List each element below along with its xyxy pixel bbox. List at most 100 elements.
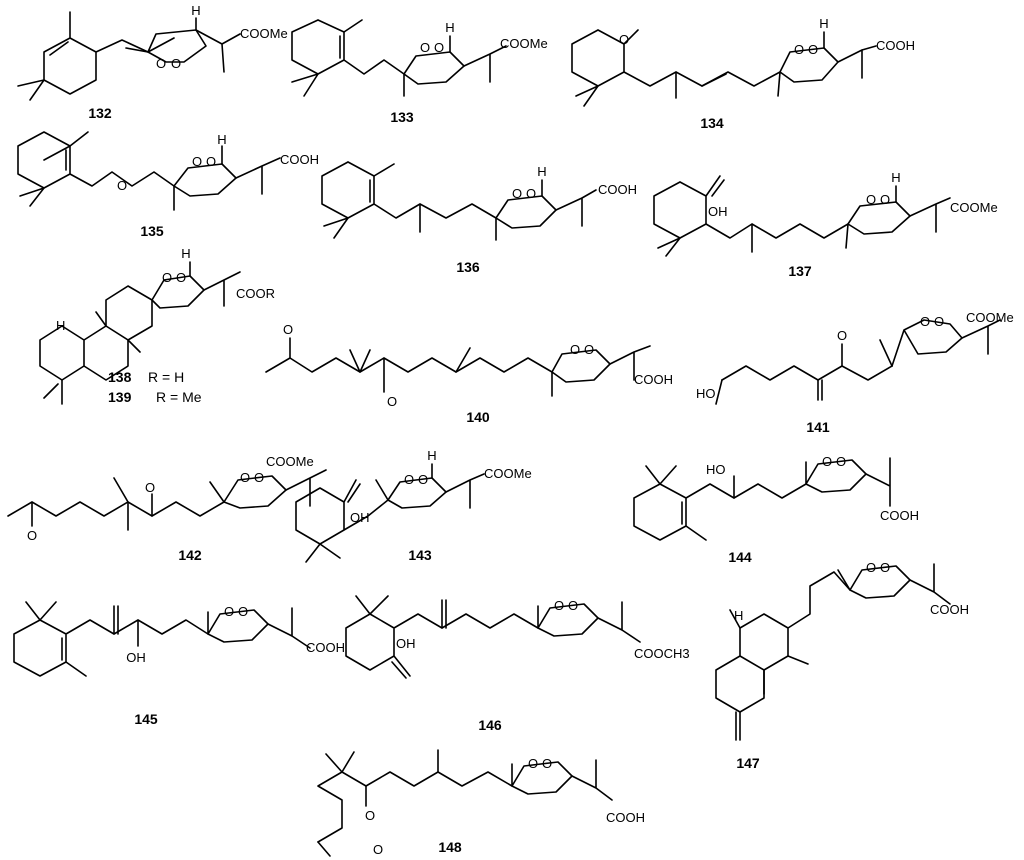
peroxide-ring <box>891 319 963 367</box>
peroxide-ring <box>845 201 911 249</box>
compound-label: 147 <box>736 755 760 771</box>
peroxide-ring <box>147 29 207 63</box>
atom-coome: COOMe <box>484 466 532 481</box>
ring-and-chain <box>17 131 175 189</box>
compound-label: 141 <box>806 419 830 435</box>
ring-and-chain <box>13 619 209 677</box>
atom-o: O <box>570 342 580 357</box>
atom-coome: COOMe <box>966 310 1014 325</box>
atom-h: H <box>181 246 190 261</box>
atom-cooh: COOH <box>306 640 345 655</box>
substituents <box>355 595 447 629</box>
gem-dimethyl <box>17 79 45 101</box>
atom-cooh: COOH <box>876 38 915 53</box>
atom-coome: COOMe <box>240 26 288 41</box>
ring-and-chain <box>345 613 539 679</box>
atom-o: O <box>240 470 250 485</box>
atom-cooh: COOH <box>606 810 645 825</box>
atom-o: O <box>176 270 186 285</box>
atom-o: O <box>866 560 876 575</box>
atom-o: O <box>192 154 202 169</box>
atom-o: O <box>404 472 414 487</box>
compound-label: 134 <box>700 115 724 131</box>
atom-o: O <box>794 42 804 57</box>
atom-coome: COOMe <box>500 36 548 51</box>
compound-label: 136 <box>456 259 480 275</box>
atom-h: H <box>427 448 436 463</box>
side-chain <box>895 185 951 233</box>
atom-cooh: COOH <box>280 152 319 167</box>
atom-o: O <box>365 808 375 823</box>
decalin-and-chain <box>715 571 851 713</box>
atom-oh: OH <box>708 204 728 219</box>
ring-cyclohexene <box>43 11 175 95</box>
atom-cooh: COOH <box>598 182 637 197</box>
compound-label: 148 <box>438 839 462 855</box>
atom-coome: COOMe <box>266 454 314 469</box>
atom-o: O <box>808 42 818 57</box>
main-chain <box>265 357 553 373</box>
atom-o: O <box>822 454 832 469</box>
side-chain <box>865 457 891 507</box>
compound-label: 142 <box>178 547 202 563</box>
compound-label: 144 <box>728 549 752 565</box>
atom-h: H <box>537 164 546 179</box>
substituent-note: R = H <box>148 369 184 385</box>
atom-o: O <box>373 842 383 857</box>
atom-o: O <box>387 394 397 409</box>
compound-label: 133 <box>390 109 414 125</box>
atom-o: O <box>283 322 293 337</box>
atom-o: O <box>156 56 166 71</box>
compound-136: H O O COOH 136 <box>321 161 637 275</box>
atom-o: O <box>145 480 155 495</box>
compound-147: H O O COOH 147 <box>715 560 969 771</box>
atom-o: O <box>27 528 37 543</box>
side-chain <box>879 319 1001 367</box>
compound-label: 145 <box>134 711 158 727</box>
methyls <box>291 19 363 97</box>
atom-o: O <box>254 470 264 485</box>
atom-ho: HO <box>696 386 716 401</box>
substituents <box>729 609 809 741</box>
atom-o: O <box>224 604 234 619</box>
compound-label: 146 <box>478 717 502 733</box>
compound-135: O H O O COOH 135 <box>17 131 319 239</box>
side-chain <box>609 345 651 381</box>
atom-o: O <box>619 32 629 47</box>
compound-label: 132 <box>88 105 112 121</box>
atom-oh: OH <box>126 650 146 665</box>
ring-and-chain <box>633 483 807 541</box>
substituent-note: R = Me <box>156 389 202 405</box>
compound-138-139: H H O O COOR 138 R = H 139 R = Me <box>39 246 275 405</box>
methyls <box>575 71 727 107</box>
atom-cooh: COOH <box>930 602 969 617</box>
atom-o: O <box>934 314 944 329</box>
atom-o: O <box>880 560 890 575</box>
atom-o: O <box>162 270 172 285</box>
methyls <box>657 223 753 257</box>
atom-o: O <box>418 472 428 487</box>
main-chain <box>317 771 513 843</box>
atom-o: O <box>584 342 594 357</box>
atom-ho: HO <box>706 462 726 477</box>
atom-coor: COOR <box>236 286 275 301</box>
methyls <box>645 465 735 541</box>
main-chain <box>7 501 225 517</box>
atom-o: O <box>512 186 522 201</box>
compound-146: OH O O COOCH3 146 <box>345 595 690 733</box>
atom-h: H <box>56 318 65 333</box>
methyls <box>323 163 421 239</box>
atom-cooch3: COOCH3 <box>634 646 690 661</box>
side-chain <box>571 759 613 801</box>
atom-o: O <box>238 604 248 619</box>
substituents <box>289 337 471 393</box>
side-chain <box>541 179 597 227</box>
atom-o: O <box>420 40 430 55</box>
atom-h: H <box>217 132 226 147</box>
fused-rings <box>39 285 153 381</box>
atom-h: H <box>191 3 200 18</box>
compound-142: O O O O COOMe 142 <box>7 454 327 563</box>
compound-144: HO O O COOH 144 <box>633 454 919 565</box>
atom-o: O <box>837 328 847 343</box>
